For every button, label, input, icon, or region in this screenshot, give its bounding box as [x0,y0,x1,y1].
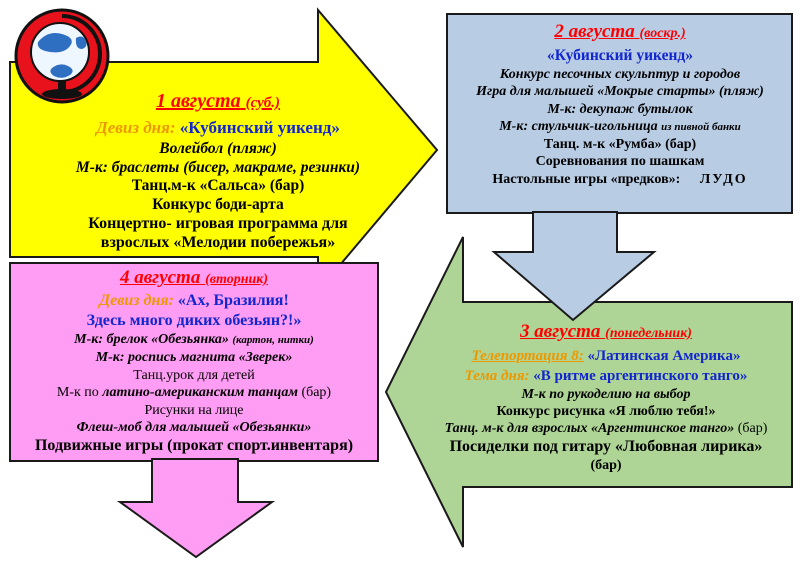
event-note: (бар) [737,421,768,436]
event-note: (картон, нитки) [232,334,314,346]
event-line: М-к: роспись магнита «Зверек» [95,350,293,366]
event-line: Рисунки на лице [144,402,244,418]
event-line: взрослых «Мелодии побережья» [100,234,336,251]
theme-text: «В ритме аргентинского танго» [533,368,748,384]
panel-aug3-title: 3 августа (понедельник) [420,320,792,346]
event-line: Конкурс рисунка «Я люблю тебя!» [496,404,716,419]
theme-label: Тема дня: [464,368,530,384]
panel-aug1: 1 августа (суб.) Девиз дня: «Кубинский у… [22,88,414,252]
aug2-down-arrow [491,211,657,322]
event-line: Соревнования по шашкам [535,154,705,170]
event-note: из пивной банки [661,120,741,133]
event-text: латино-американским танцам [102,385,298,401]
weekday-text: (суб.) [245,95,281,111]
aug2-panel-shape [446,13,793,214]
event-note-line: (бар) [590,458,622,473]
event-line: Волейбол (пляж) [159,140,277,157]
panel-aug2-title: 2 августа (воскр.) [450,20,790,46]
event-line: Танц. м-к для взрослых «Аргентинское тан… [420,420,792,437]
game-name: ЛУДО [699,171,748,187]
event-line: М-к по латино-американским танцам (бар) [14,384,374,401]
event-line: Танц. м-к «Румба» (бар) [543,137,697,153]
date-text: 2 августа [554,21,635,42]
motto-label: Девиз дня: [99,292,174,309]
globe-icon [14,8,110,104]
date-text: 1 августа [155,90,241,112]
date-text: 3 августа [520,321,601,342]
event-line: Игра для малышей «Мокрые старты» (пляж) [476,84,764,100]
aug4-panel-shape [9,262,379,462]
event-line: М-к по рукоделию на выбор [521,387,691,402]
event-text: М-к: стульчик-игольница [499,118,658,134]
event-line: М-к: стульчик-игольница из пивной банки [450,118,790,136]
event-line: Концертно- игровая программа для [88,215,348,232]
date-text: 4 августа [119,267,201,288]
event-text: М-к: брелок «Обезьянка» [74,332,229,347]
event-line: М-к: брелок «Обезьянка» (картон, нитки) [14,331,374,349]
date-title: 4 августа (вторник) [120,267,268,288]
event-line: М-к: декупаж бутылок [547,101,693,117]
event-text: Танц. м-к для взрослых «Аргентинское тан… [444,421,735,436]
theme-line: «Кубинский уикенд» [547,47,693,64]
event-line: Танц.м-к «Сальса» (бар) [131,177,305,194]
event-text: М-к по [56,385,99,401]
date-title: 1 августа (суб.) [156,90,280,112]
motto-text: «Кубинский уикенд» [179,118,340,137]
aug4-down-arrow [116,458,276,559]
motto-text: «Ах, Бразилия! [177,292,289,309]
event-note: (бар) [301,385,332,401]
event-line: Конкурс песочных скульптур и городов [499,67,741,82]
aug1-arrow-shape [9,7,439,294]
motto-line: Девиз дня: «Ах, Бразилия! [14,291,374,311]
teleport-label: Телепортация 8: [471,348,584,364]
motto-line-2: Здесь много диких обезьян?!» [86,312,302,329]
motto-line: Девиз дня: «Кубинский уикенд» [22,116,414,140]
event-text: Настольные игры «предков»: [492,171,681,187]
weekday-text: (вторник) [205,272,269,287]
event-line: Подвижные игры (прокат спорт.инвентаря) [34,437,354,455]
panel-aug2: 2 августа (воскр.) «Кубинский уикенд» Ко… [450,20,790,188]
date-title: 3 августа (понедельник) [520,321,692,342]
panel-aug3: 3 августа (понедельник) Телепортация 8: … [420,320,792,474]
event-line: Конкурс боди-арта [152,195,284,213]
event-line: Настольные игры «предков»: ЛУДО [450,171,790,188]
teleport-line: Телепортация 8: «Латинская Америка» [420,346,792,366]
date-title: 2 августа (воскр.) [554,21,685,42]
teleport-text: «Латинская Америка» [587,348,741,364]
event-line: Посиделки под гитару «Любовная лирика» [449,438,763,455]
motto-label: Девиз дня: [96,118,176,137]
panel-aug1-title: 1 августа (суб.) [22,88,414,116]
aug3-arrow-shape [384,236,793,548]
panel-aug4: 4 августа (вторник) Девиз дня: «Ах, Браз… [14,266,374,456]
event-line: М-к: браслеты (бисер, макраме, резинки) [75,158,361,176]
event-line: Флеш-моб для малышей «Обезьянки» [76,420,312,436]
weekday-text: (понедельник) [605,326,692,341]
weekday-text: (воскр.) [639,26,686,41]
theme-line: Тема дня: «В ритме аргентинского танго» [420,366,792,386]
panel-aug4-title: 4 августа (вторник) [14,266,374,291]
event-line: Танц.урок для детей [133,367,255,383]
